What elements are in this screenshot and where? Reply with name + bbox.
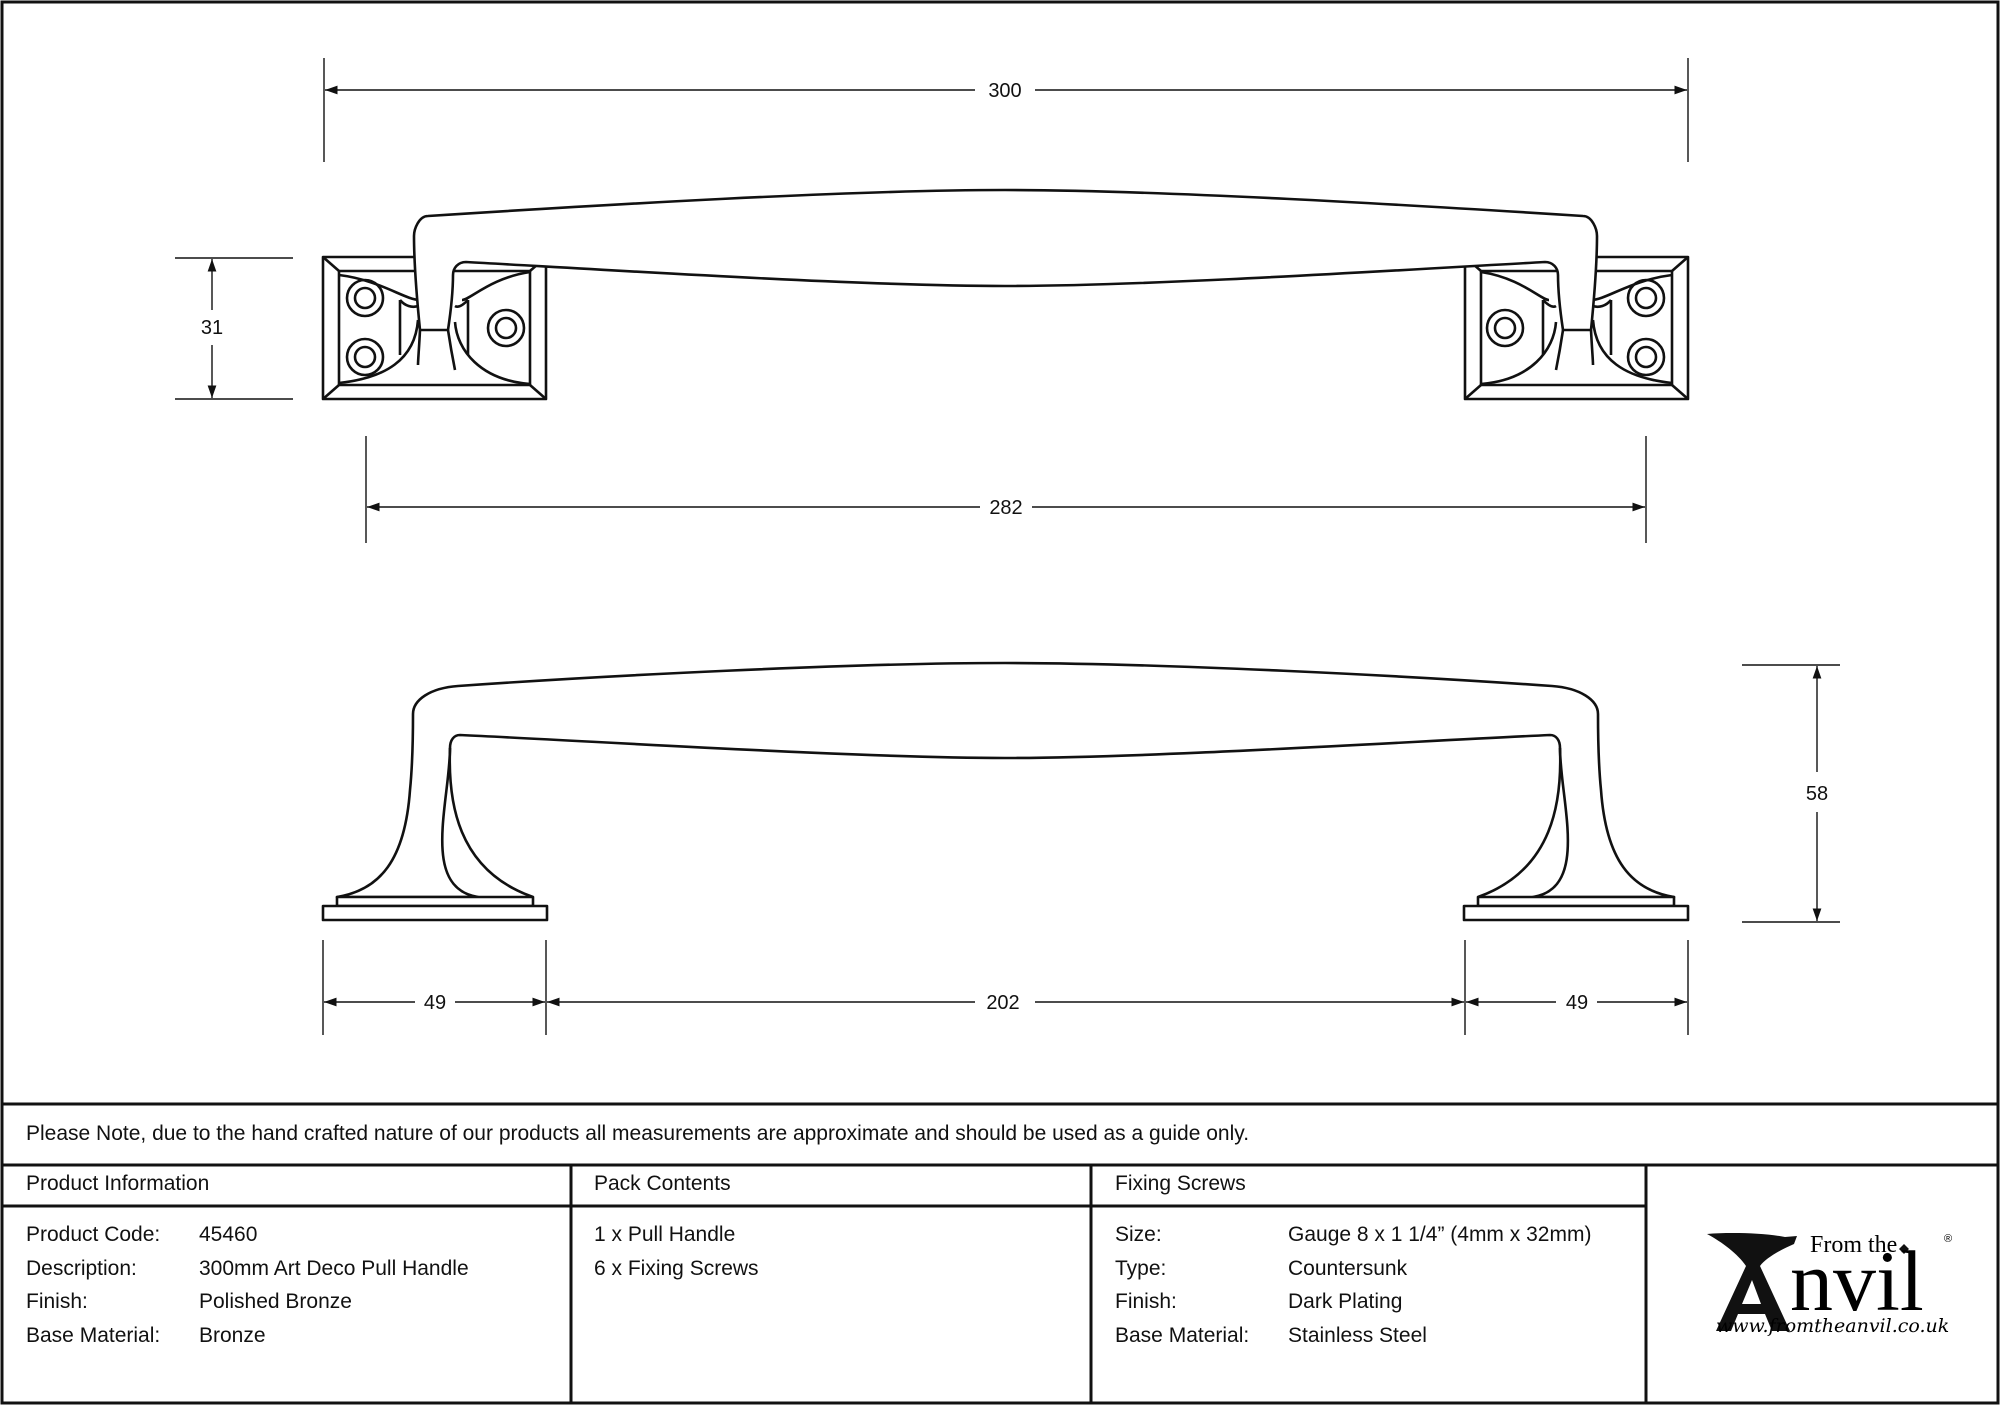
anvil-icon [1707,1233,1797,1331]
dimension-plate-height [175,257,293,400]
from-the-anvil-logo: From the nvil ® www.fromtheanvil.co.uk [1707,1232,1952,1337]
finish-label: Finish: [26,1290,88,1313]
dimension-lower-row [322,940,1689,1035]
dim-label-plate-height: 31 [201,317,223,339]
product-code-value: 45460 [199,1223,258,1246]
left-base-side [321,895,549,922]
screw-material-label: Base Material: [1115,1324,1250,1347]
pack-item: 6 x Fixing Screws [594,1257,759,1280]
description-label: Description: [26,1257,137,1280]
diamond-icon [1899,1244,1909,1254]
right-backplate-top [1463,255,1690,401]
logo-from-the: From the [1810,1232,1897,1258]
product-code-label: Product Code: [26,1223,161,1246]
measurement-note: Please Note, due to the hand crafted nat… [26,1122,1250,1145]
screw-size-value: Gauge 8 x 1 1/4” (4mm x 32mm) [1288,1223,1592,1246]
finish-value: Polished Bronze [199,1290,352,1313]
dim-label-left-plate: 49 [424,992,446,1014]
dim-label-projection: 58 [1806,783,1828,805]
screw-size-label: Size: [1115,1223,1162,1246]
dimension-projection [1742,664,1840,923]
screw-type-value: Countersunk [1288,1257,1408,1280]
dim-label-fixing-centres: 282 [989,497,1022,519]
description-value: 300mm Art Deco Pull Handle [199,1257,469,1280]
registered-mark: ® [1944,1233,1952,1245]
dim-label-overall: 300 [988,80,1021,102]
pack-item: 1 x Pull Handle [594,1223,736,1246]
dim-label-right-plate: 49 [1566,992,1588,1014]
dim-label-grip-length: 202 [986,992,1019,1014]
right-base-side [1462,895,1690,922]
fixing-screws-heading: Fixing Screws [1115,1172,1246,1195]
dimension-overall-length [323,58,1689,162]
pack-contents-heading: Pack Contents [594,1172,731,1195]
base-material-label: Base Material: [26,1324,161,1347]
product-information-heading: Product Information [26,1172,210,1195]
screw-finish-value: Dark Plating [1288,1290,1403,1313]
info-table-grid [2,1102,1998,1403]
screw-material-value: Stainless Steel [1288,1324,1427,1347]
base-material-value: Bronze [199,1324,266,1347]
handle-profile-side [335,661,1676,899]
logo-brand: nvil [1790,1233,1924,1329]
side-view [321,661,1840,1035]
logo-url: www.fromtheanvil.co.uk [1716,1315,1949,1337]
screw-type-label: Type: [1115,1257,1167,1280]
dimension-fixing-centres [365,436,1647,543]
handle-bar-top [412,188,1599,332]
screw-finish-label: Finish: [1115,1290,1177,1313]
top-view [175,58,1690,543]
